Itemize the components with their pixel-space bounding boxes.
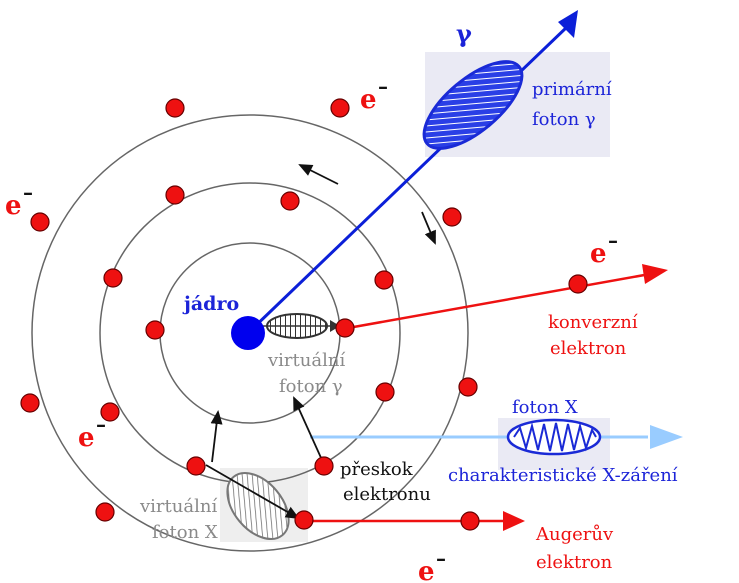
auger-label-line1: Augerův xyxy=(535,523,614,545)
electron xyxy=(568,274,588,294)
electron xyxy=(280,191,300,211)
electron xyxy=(458,377,478,397)
svg-text:e: e xyxy=(78,423,95,453)
jump-label-line1: přeskok xyxy=(340,459,414,480)
electron-symbol-auger: e – xyxy=(418,546,446,583)
electron xyxy=(20,393,40,413)
electrons xyxy=(20,98,588,531)
electron xyxy=(314,456,334,476)
auger-electron-arrowhead xyxy=(503,511,525,531)
virtual-gamma-label-line2: foton γ xyxy=(279,376,343,397)
gamma-symbol: γ xyxy=(456,19,472,48)
electron xyxy=(95,502,115,522)
primary-photon-ellipse xyxy=(422,60,524,150)
virtual-x-ellipse xyxy=(226,472,290,540)
virtual-gamma-label-line1: virtuální xyxy=(267,350,345,371)
svg-text:e: e xyxy=(5,191,22,221)
electron-symbol-top: e – xyxy=(360,74,388,115)
orbit-outer xyxy=(31,114,469,552)
electron xyxy=(375,382,395,402)
electron xyxy=(335,318,355,338)
rotation-arrow-right xyxy=(421,211,436,245)
electron xyxy=(165,98,185,118)
virtual-gamma-arrowhead xyxy=(330,320,340,332)
rotation-arrow-top xyxy=(298,164,339,185)
virtual-x-label-line1: virtuální xyxy=(139,496,217,517)
xray-beam-arrowhead xyxy=(650,425,683,449)
svg-text:e: e xyxy=(360,85,377,115)
electron xyxy=(294,510,314,530)
electron xyxy=(330,98,350,118)
conversion-electron-arrowhead xyxy=(642,264,668,284)
electron xyxy=(103,268,123,288)
electron xyxy=(30,212,50,232)
electron xyxy=(460,511,480,531)
primary-photon-label-line2: foton γ xyxy=(532,109,596,130)
svg-text:–: – xyxy=(96,412,106,436)
xray-photon-wave xyxy=(513,422,597,452)
electron-symbol-left: e – xyxy=(5,180,33,221)
svg-text:e: e xyxy=(590,239,607,269)
nucleus-label: jádro xyxy=(182,293,239,315)
svg-text:–: – xyxy=(378,74,388,98)
jump-arrow-right-up xyxy=(293,396,323,461)
svg-text:–: – xyxy=(608,228,618,252)
gamma-ray-arrowhead xyxy=(558,10,578,38)
svg-text:e: e xyxy=(418,557,435,583)
conversion-electron-ray xyxy=(347,272,651,330)
electron xyxy=(145,320,165,340)
electron xyxy=(165,185,185,205)
characteristic-xray-label: charakteristické X-záření xyxy=(448,465,678,486)
electron xyxy=(186,456,206,476)
electron xyxy=(100,402,120,422)
conversion-label-line2: elektron xyxy=(550,338,627,359)
virtual-x-arrow xyxy=(205,464,300,519)
electron xyxy=(374,270,394,290)
xray-photon-label: foton X xyxy=(512,397,578,418)
electron xyxy=(442,207,462,227)
electron-symbol-conversion: e – xyxy=(590,228,618,269)
svg-text:–: – xyxy=(23,180,33,204)
virtual-x-label-line2: foton X xyxy=(152,522,218,543)
jump-arrow-left-up xyxy=(210,410,223,463)
primary-photon-label-line1: primární xyxy=(532,79,612,100)
conversion-label-line1: konverzní xyxy=(548,312,638,333)
nucleus xyxy=(231,316,265,350)
jump-label-line2: elektronu xyxy=(343,484,431,505)
auger-label-line2: elektron xyxy=(536,552,613,573)
electron-symbol-lower-left: e – xyxy=(78,412,106,453)
svg-text:–: – xyxy=(436,546,446,570)
